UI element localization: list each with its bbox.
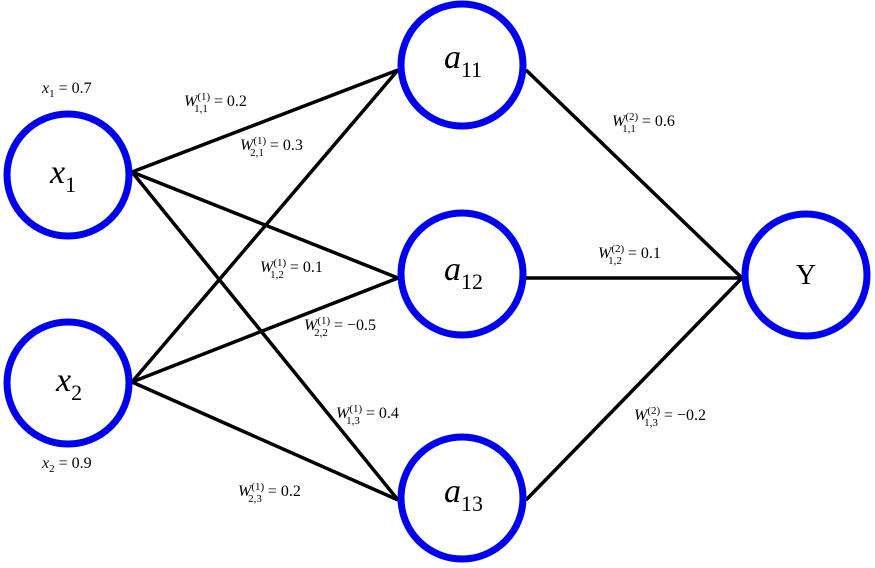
edge-x1-a13 <box>130 170 400 502</box>
input-x1-value: x1= 0.7 <box>41 80 92 100</box>
node-a12-label: a12 <box>444 251 483 294</box>
node-y-circle <box>741 210 871 340</box>
weight-w21-1: W(1)2,1= 0.3 <box>240 135 303 159</box>
node-x1-label: x1 <box>49 154 76 197</box>
edge-x1-a11 <box>131 68 399 174</box>
weight-w11-1: W(1)1,1= 0.2 <box>184 91 247 115</box>
edges-layer-1 <box>130 68 400 502</box>
edge-a11-y <box>524 68 744 280</box>
weight-w13-1: W(1)1,3= 0.4 <box>336 403 399 427</box>
node-a11: a11 <box>397 0 527 130</box>
node-x1: x1 <box>3 110 133 240</box>
weight-w13-2: W(2)1,3= −0.2 <box>634 405 706 429</box>
node-a13: a13 <box>397 433 527 563</box>
weight-w23-1: W(1)2,3= 0.2 <box>238 481 301 505</box>
node-a12-circle <box>397 209 527 339</box>
node-x2-circle <box>3 318 133 448</box>
node-x2: x2 <box>3 318 133 448</box>
node-x2-label: x2 <box>55 362 82 405</box>
node-a13-circle <box>397 433 527 563</box>
node-a12: a12 <box>397 209 527 339</box>
edge-x2-a12 <box>131 276 399 384</box>
node-a11-label: a11 <box>444 39 482 82</box>
input-x2-value: x2= 0.9 <box>41 455 92 475</box>
edges-layer-2 <box>524 68 744 502</box>
node-a13-label: a13 <box>444 473 483 516</box>
node-y: Y <box>741 210 871 340</box>
node-x1-circle <box>3 110 133 240</box>
weight-w12-2: W(2)1,2= 0.1 <box>598 243 661 267</box>
weight-w12-1: W(1)1,2= 0.1 <box>260 257 323 281</box>
edge-x2-a11 <box>130 68 400 384</box>
weight-w22-1: W(1)2,2= −0.5 <box>304 315 376 339</box>
edge-a13-y <box>524 276 744 502</box>
node-a11-circle <box>397 0 527 130</box>
node-y-label: Y <box>796 260 816 291</box>
edge-x2-a13 <box>131 380 399 502</box>
weight-w11-2: W(2)1,1= 0.6 <box>612 111 675 135</box>
